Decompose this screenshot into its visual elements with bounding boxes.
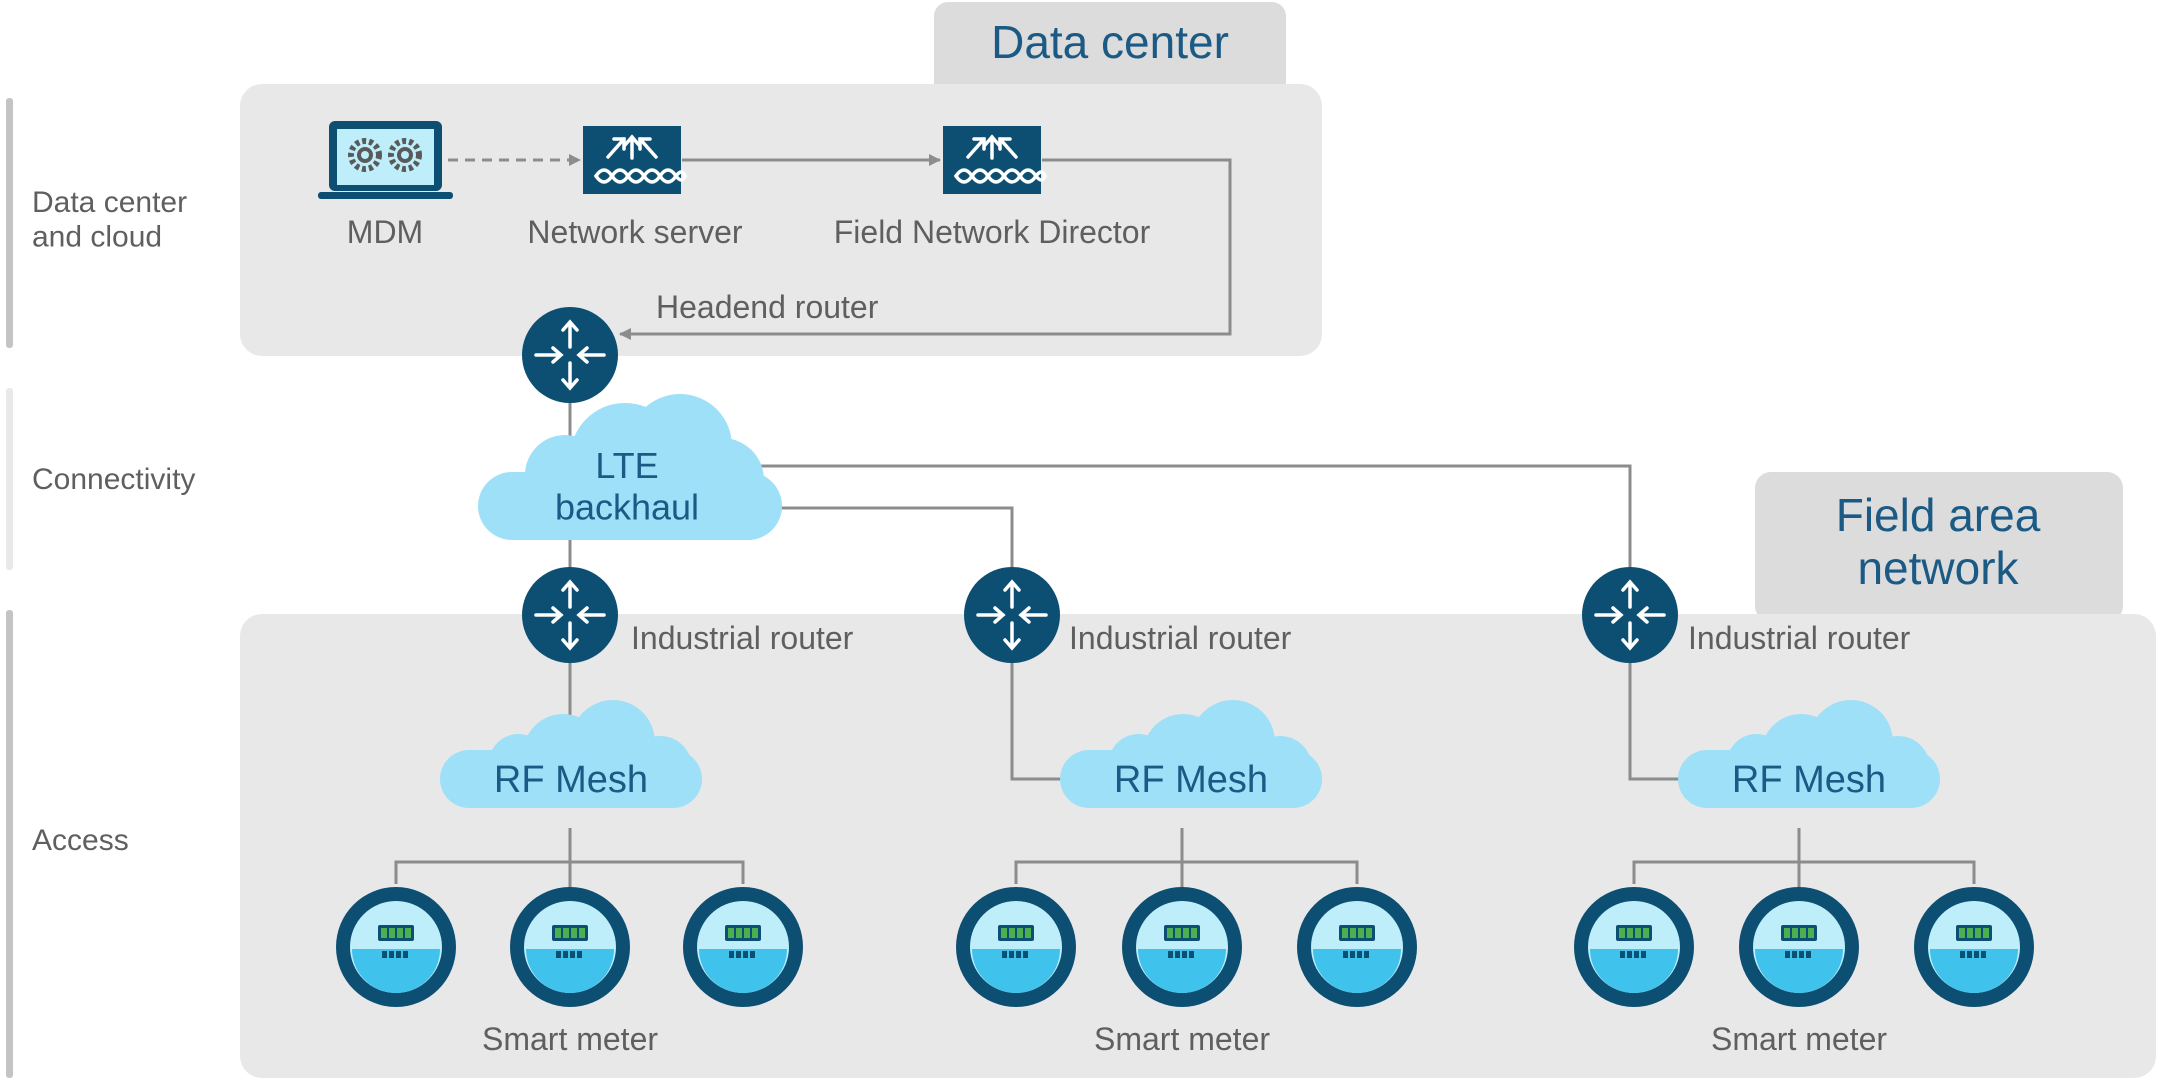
- smart-meter-icon: [336, 887, 456, 1007]
- gear-icon: [348, 138, 382, 172]
- gear-icon: [388, 138, 422, 172]
- headend-router-label: Headend router: [656, 289, 879, 325]
- fnd-server-icon: [943, 126, 1047, 194]
- smart-meter-label: Smart meter: [1711, 1021, 1887, 1057]
- rf-mesh-cloud: [1060, 700, 1322, 808]
- smart-meter-label: Smart meter: [482, 1021, 658, 1057]
- industrial-router-label: Industrial router: [631, 620, 854, 656]
- headend-router-icon: [522, 307, 618, 403]
- mdm-label: MDM: [347, 214, 423, 250]
- fnd-label: Field Network Director: [834, 214, 1151, 250]
- smart-meter-icon: [510, 887, 630, 1007]
- mesh3-meter-tree: [1632, 828, 1976, 890]
- smart-meter-icon: [1574, 887, 1694, 1007]
- lte-backhaul-cloud: [478, 394, 782, 540]
- smart-meter-icon: [1914, 887, 2034, 1007]
- smart-meter-icon: [956, 887, 1076, 1007]
- fan-tab: [1755, 472, 2123, 622]
- network-server-label: Network server: [527, 214, 743, 250]
- industrial-router-label: Industrial router: [1069, 620, 1292, 656]
- smart-meter-icon: [1739, 887, 1859, 1007]
- access-layer-bar: [6, 610, 13, 1078]
- smart-meter-icon: [683, 887, 803, 1007]
- layer-label-access: Access: [32, 824, 129, 857]
- access-panel: [240, 614, 2156, 1078]
- smart-meter-icon: [1297, 887, 1417, 1007]
- datacenter-tag-label: Data center: [991, 16, 1229, 68]
- layer-label-connectivity: Connectivity: [32, 463, 195, 496]
- mesh2-meter-tree: [1014, 828, 1359, 890]
- smart-meter-label: Smart meter: [1094, 1021, 1270, 1057]
- connectivity-layer-bar: [6, 388, 13, 570]
- datacenter-layer-bar: [6, 98, 13, 348]
- datacenter-panel: [240, 84, 1322, 356]
- smart-meter-icon: [1122, 887, 1242, 1007]
- rf-mesh-cloud: [1678, 700, 1940, 808]
- industrial-router-icon: [522, 567, 618, 663]
- industrial-router-label: Industrial router: [1688, 620, 1911, 656]
- rf-mesh-label: RF Mesh: [494, 759, 648, 801]
- rf-mesh-label: RF Mesh: [1732, 759, 1886, 801]
- mdm-laptop-icon: [318, 121, 453, 199]
- router3-to-mesh3-link: [1628, 655, 1690, 781]
- router2-to-mesh2-link: [1010, 655, 1072, 781]
- rf-mesh-label: RF Mesh: [1114, 759, 1268, 801]
- network-server-icon: [583, 126, 687, 194]
- fnd-to-headend-link: [619, 158, 1232, 340]
- industrial-router-icon: [1582, 567, 1678, 663]
- lte-to-router3-link: [760, 464, 1632, 615]
- industrial-router-icon: [964, 567, 1060, 663]
- mesh1-meter-tree: [394, 828, 745, 890]
- rf-mesh-cloud: [440, 700, 702, 808]
